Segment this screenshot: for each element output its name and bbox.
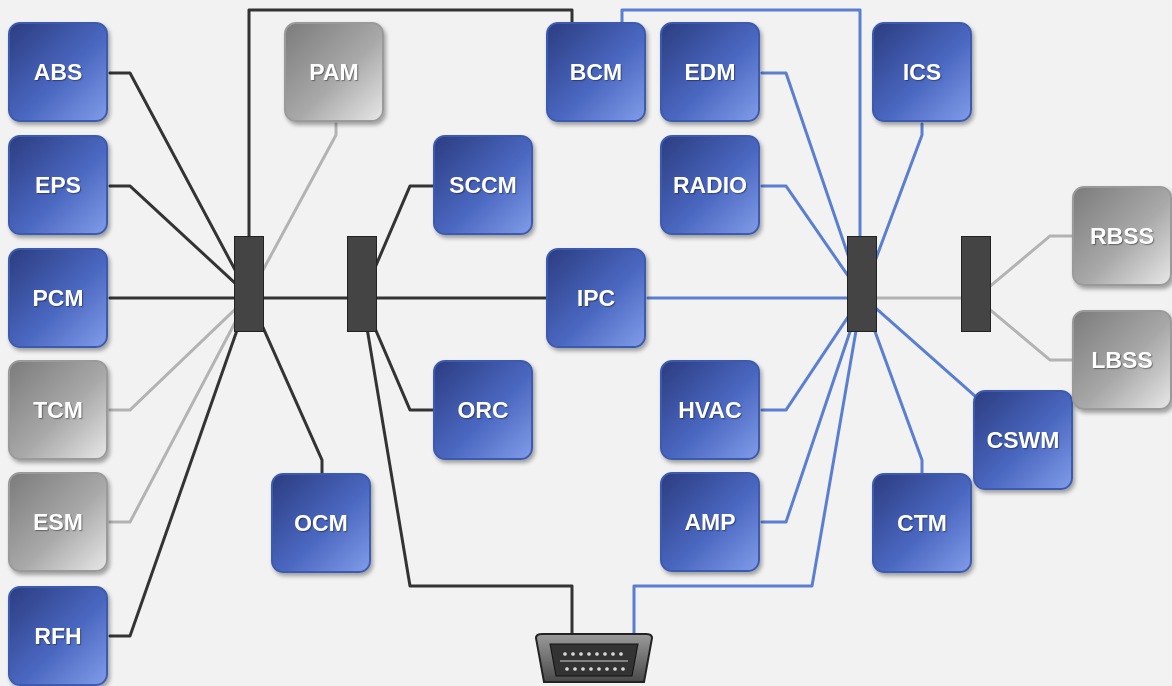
node-ics-label: ICS: [902, 58, 942, 85]
diagnostic-connector-icon[interactable]: [532, 632, 656, 685]
node-orc-label: ORC: [457, 396, 509, 423]
node-rbss-label: RBSS: [1090, 222, 1154, 249]
node-radio-label: RADIO: [672, 171, 748, 198]
node-radio[interactable]: RADIO: [660, 135, 760, 235]
node-sccm[interactable]: SCCM: [433, 135, 533, 235]
wire-ctm: [860, 294, 924, 475]
node-ics[interactable]: ICS: [872, 22, 972, 122]
node-ctm-label: CTM: [897, 509, 947, 536]
wire-pam: [247, 122, 338, 298]
node-eps-label: EPS: [34, 171, 82, 198]
node-esm[interactable]: ESM: [8, 472, 108, 572]
node-edm[interactable]: EDM: [660, 22, 760, 122]
node-lbss-label: LBSS: [1091, 346, 1153, 373]
node-cswm-label: CSWM: [986, 426, 1060, 453]
node-bcm[interactable]: BCM: [546, 22, 646, 122]
bus-bar-4: [961, 236, 991, 332]
node-hvac[interactable]: HVAC: [660, 360, 760, 460]
node-rfh-label: RFH: [34, 622, 82, 649]
wire-abs: [108, 71, 251, 298]
node-ocm-label: OCM: [294, 509, 348, 536]
node-rfh[interactable]: RFH: [8, 586, 108, 686]
node-tcm[interactable]: TCM: [8, 360, 108, 460]
wire-amp: [760, 294, 864, 524]
node-eps[interactable]: EPS: [8, 135, 108, 235]
wire-ics: [860, 122, 924, 298]
bus-bar-2: [347, 236, 377, 332]
node-ipc[interactable]: IPC: [546, 248, 646, 348]
wire-cswm: [860, 294, 977, 398]
node-amp-label: AMP: [684, 508, 736, 535]
wire-radio: [760, 184, 864, 298]
node-esm-label: ESM: [33, 508, 83, 535]
wire-rbss: [974, 234, 1074, 300]
node-ocm[interactable]: OCM: [271, 473, 371, 573]
node-pcm-label: PCM: [32, 284, 84, 311]
node-pam-label: PAM: [309, 58, 359, 85]
wire-diag-blue: [632, 294, 864, 642]
node-lbss[interactable]: LBSS: [1072, 310, 1172, 410]
wire-hvac: [760, 294, 864, 412]
node-rbss[interactable]: RBSS: [1072, 186, 1172, 286]
wire-diag-dark: [360, 296, 574, 642]
wire-orc: [360, 296, 435, 412]
node-pam[interactable]: PAM: [284, 22, 384, 122]
wire-sccm: [360, 184, 435, 300]
node-ipc-label: IPC: [576, 284, 616, 311]
bus-bar-3: [847, 236, 877, 332]
node-abs[interactable]: ABS: [8, 22, 108, 122]
wire-edm: [760, 71, 864, 298]
node-orc[interactable]: ORC: [433, 360, 533, 460]
node-tcm-label: TCM: [33, 396, 83, 423]
node-abs-label: ABS: [33, 58, 83, 85]
wire-bcm-blue: [620, 8, 862, 242]
wire-ocm: [247, 294, 324, 475]
node-amp[interactable]: AMP: [660, 472, 760, 572]
wire-rfh: [108, 294, 251, 638]
bus-bar-1: [234, 236, 264, 332]
node-bcm-label: BCM: [569, 58, 623, 85]
wire-eps: [108, 184, 251, 298]
wire-esm: [108, 294, 251, 524]
wire-lbss: [974, 296, 1074, 362]
node-sccm-label: SCCM: [449, 171, 517, 198]
node-edm-label: EDM: [684, 58, 736, 85]
wire-tcm: [108, 294, 251, 412]
node-cswm[interactable]: CSWM: [973, 390, 1073, 490]
node-ctm[interactable]: CTM: [872, 473, 972, 573]
node-hvac-label: HVAC: [678, 396, 742, 423]
wire-bcm: [247, 8, 574, 300]
node-pcm[interactable]: PCM: [8, 248, 108, 348]
